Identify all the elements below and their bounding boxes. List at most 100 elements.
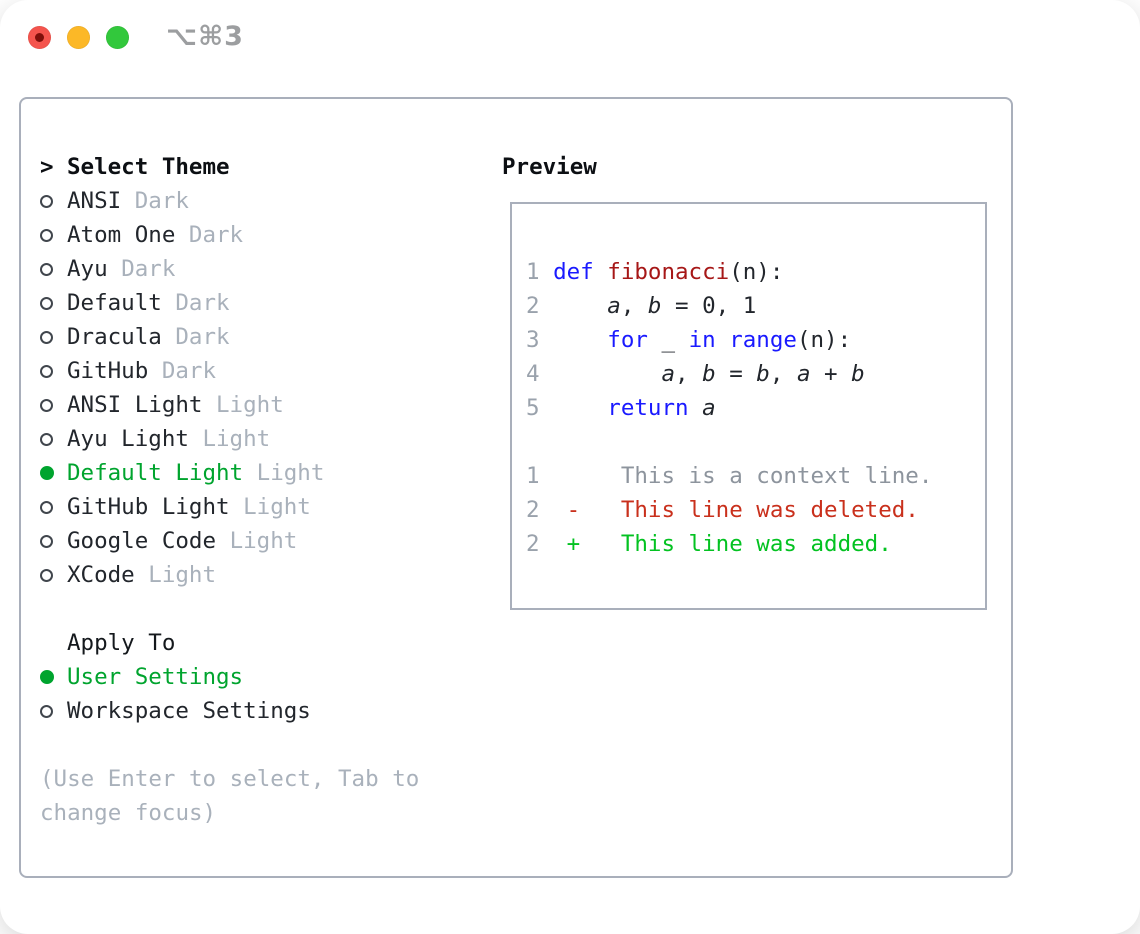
radio-unselected-icon <box>40 330 53 344</box>
code-line: 3 for _ in range(n): <box>526 327 851 353</box>
token: (n): <box>796 327 852 353</box>
diff-text: This line was added. <box>620 531 892 557</box>
radio-unselected-icon <box>40 262 53 276</box>
radio-icon <box>40 432 67 446</box>
cursor-icon: > <box>40 154 54 180</box>
diff-line-context: 1 This is a context line. <box>526 463 932 489</box>
line-number: 4 <box>526 361 540 387</box>
token: a <box>661 361 676 387</box>
apply-option-user-settings[interactable]: User Settings <box>40 660 419 694</box>
apply-to-header: Apply To <box>40 626 419 660</box>
theme-name: Default Light <box>67 460 244 486</box>
theme-option-default[interactable]: Default Dark <box>40 286 419 320</box>
window-title: ⌥⌘3 <box>166 21 244 52</box>
spacer <box>230 494 244 520</box>
radio-icon <box>40 194 67 208</box>
token: = <box>715 361 757 387</box>
theme-name: Atom One <box>67 222 176 248</box>
close-dot-icon <box>35 33 44 42</box>
theme-name: Ayu <box>67 256 108 282</box>
code-line: 4 a, b = b, a + b <box>526 361 865 387</box>
token: + <box>810 361 852 387</box>
radio-unselected-icon <box>40 364 53 378</box>
help-text-line: (Use Enter to select, Tab to <box>40 762 419 796</box>
cursor-slot: > <box>40 154 67 180</box>
theme-variant-tag: Dark <box>175 290 230 316</box>
radio-icon <box>40 262 67 276</box>
diff-marker: + <box>566 531 581 557</box>
token <box>594 259 608 285</box>
diff-line-deleted: 2 - This line was deleted. <box>526 497 919 523</box>
radio-unselected-icon <box>40 398 53 412</box>
token: a <box>607 293 621 319</box>
theme-option-default-light[interactable]: Default Light Light <box>40 456 419 490</box>
token: b <box>756 361 770 387</box>
theme-option-github[interactable]: GitHub Dark <box>40 354 419 388</box>
apply-option-workspace-settings[interactable]: Workspace Settings <box>40 694 419 728</box>
token: = 0, 1 <box>661 293 757 319</box>
diff-marker: - <box>566 497 581 523</box>
theme-option-google-code[interactable]: Google Code Light <box>40 524 419 558</box>
token: return <box>607 395 689 421</box>
code-line: 5 return a <box>526 395 716 421</box>
theme-option-dracula[interactable]: Dracula Dark <box>40 320 419 354</box>
line-number: 1 <box>526 463 540 489</box>
token: fibonacci <box>607 259 730 285</box>
apply-to-label: Apply To <box>67 630 176 656</box>
line-number: 3 <box>526 327 540 353</box>
theme-option-atom-one[interactable]: Atom One Dark <box>40 218 419 252</box>
minimize-button[interactable] <box>67 26 90 49</box>
theme-name: GitHub Light <box>67 494 230 520</box>
spacer <box>216 528 230 554</box>
radio-unselected-icon <box>40 296 53 310</box>
radio-unselected-icon <box>40 500 53 514</box>
theme-option-ansi[interactable]: ANSI Dark <box>40 184 419 218</box>
theme-option-github-light[interactable]: GitHub Light Light <box>40 490 419 524</box>
spacer <box>135 562 149 588</box>
token <box>716 327 730 353</box>
token: a <box>796 361 811 387</box>
theme-variant-tag: Light <box>148 562 217 588</box>
gap <box>40 728 419 762</box>
token <box>553 293 607 319</box>
gap <box>40 592 419 626</box>
theme-name: ANSI Light <box>67 392 203 418</box>
token: , <box>769 361 797 387</box>
code-line: 1 def fibonacci(n): <box>526 259 783 285</box>
radio-unselected-icon <box>40 534 53 548</box>
code-line: 2 a, b = 0, 1 <box>526 293 756 319</box>
theme-option-xcode[interactable]: XCode Light <box>40 558 419 592</box>
token: (n): <box>729 259 784 285</box>
theme-option-ayu[interactable]: Ayu Dark <box>40 252 419 286</box>
line-number: 5 <box>526 395 540 421</box>
theme-name: Ayu Light <box>67 426 189 452</box>
token: b <box>647 293 662 319</box>
close-button[interactable] <box>28 26 51 49</box>
spacer <box>148 358 162 384</box>
line-number: 1 <box>526 259 540 285</box>
theme-option-ansi-light[interactable]: ANSI Light Light <box>40 388 419 422</box>
radio-icon <box>40 670 67 684</box>
radio-icon <box>40 500 67 514</box>
spacer <box>189 426 203 452</box>
spacer <box>121 188 135 214</box>
preview-box: 1 def fibonacci(n): 2 a, b = 0, 1 3 for … <box>510 202 987 610</box>
token: a <box>702 395 716 421</box>
apply-option-label: User Settings <box>67 664 244 690</box>
zoom-button[interactable] <box>106 26 129 49</box>
titlebar: ⌥⌘3 <box>0 0 1140 76</box>
theme-variant-tag: Light <box>256 460 325 486</box>
radio-unselected-icon <box>40 228 53 242</box>
theme-name: Google Code <box>67 528 217 554</box>
line-number: 2 <box>526 497 540 523</box>
theme-variant-tag: Light <box>202 426 271 452</box>
radio-icon <box>40 398 67 412</box>
radio-icon <box>40 466 67 480</box>
token: _ <box>647 327 689 353</box>
theme-name: ANSI <box>67 188 122 214</box>
theme-option-ayu-light[interactable]: Ayu Light Light <box>40 422 419 456</box>
radio-unselected-icon <box>40 194 53 208</box>
theme-variant-tag: Dark <box>175 324 230 350</box>
